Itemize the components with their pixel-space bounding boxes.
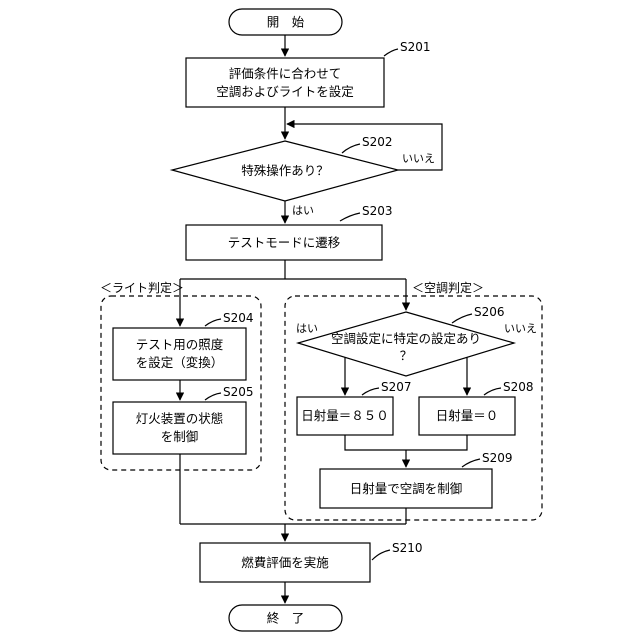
s203-text: テストモードに遷移 (228, 235, 341, 250)
s202-callout (342, 144, 360, 153)
aircon-judgment-label: ＜空調判定＞ (412, 280, 484, 295)
s204-id: S204 (223, 311, 254, 325)
s210-callout (372, 550, 390, 560)
s206-text-line2: ？ (400, 348, 413, 363)
s209-text: 日射量で空調を制御 (350, 481, 463, 496)
s202-text: 特殊操作あり？ (241, 163, 329, 178)
s204-text-line2: を設定（変換） (136, 355, 224, 370)
s206-id: S206 (474, 305, 505, 319)
s206-text-line1: 空調設定に特定の設定あり (331, 331, 481, 346)
s202-yes-label: はい (292, 204, 314, 217)
s202-id: S202 (362, 135, 393, 149)
s204-text-line1: テスト用の照度 (136, 337, 224, 352)
s203-callout (340, 213, 360, 221)
s209-callout (462, 459, 480, 467)
s208-text: 日射量＝０ (436, 408, 499, 423)
s201-callout (384, 49, 398, 56)
s210-id: S210 (392, 541, 423, 555)
s202-no-label: いいえ (402, 152, 435, 165)
s201-text-line1: 評価条件に合わせて (229, 66, 342, 81)
s201-text-line2: 空調およびライトを設定 (216, 84, 354, 99)
s207-callout (362, 388, 379, 395)
s201-id: S201 (400, 40, 431, 54)
s205-box (113, 402, 246, 454)
line-s208-merge (406, 435, 467, 450)
s208-id: S208 (503, 380, 534, 394)
s206-callout (452, 314, 472, 323)
end-label: 終 了 (267, 611, 305, 626)
line-s207-merge (345, 435, 406, 450)
s204-callout (205, 319, 221, 326)
s204-box (113, 328, 246, 380)
s203-id: S203 (362, 204, 393, 218)
s207-text: 日射量＝８５０ (301, 408, 389, 423)
s205-text-line1: 灯火装置の状態 (136, 411, 224, 426)
s206-no-label: いいえ (504, 322, 537, 335)
s209-id: S209 (482, 451, 513, 465)
s205-id: S205 (223, 385, 254, 399)
s206-yes-label: はい (296, 322, 318, 335)
s208-callout (484, 388, 501, 395)
light-judgment-label: ＜ライト判定＞ (100, 280, 184, 295)
s205-text-line2: を制御 (161, 429, 199, 444)
s205-callout (205, 393, 221, 400)
start-label: 開 始 (267, 15, 305, 30)
s207-id: S207 (381, 380, 412, 394)
s210-text: 燃費評価を実施 (241, 555, 329, 570)
